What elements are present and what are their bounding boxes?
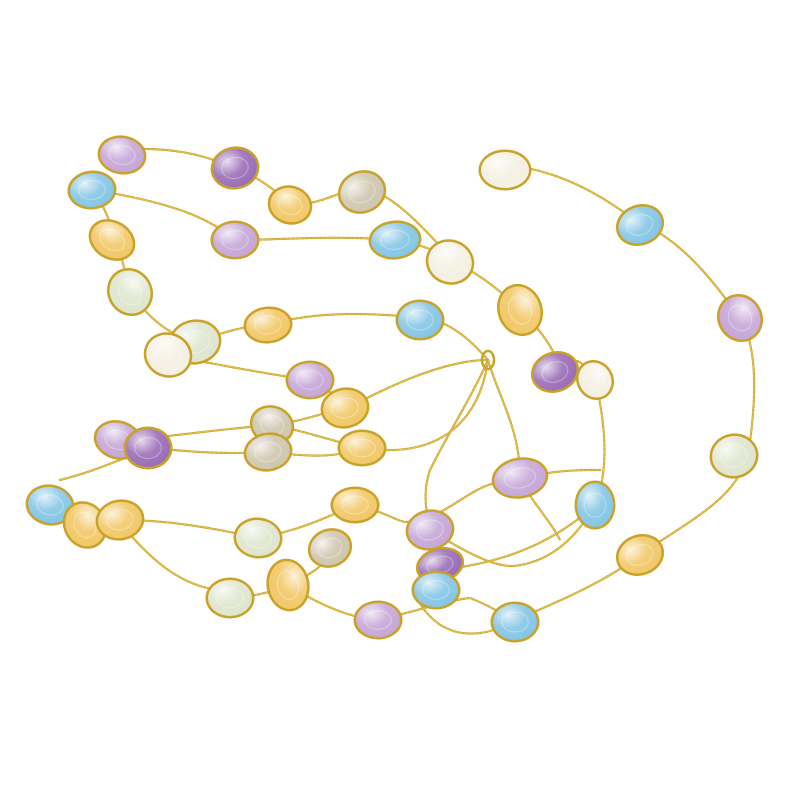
citrine-gem xyxy=(320,387,370,429)
clear-quartz-gem xyxy=(575,359,615,401)
gold-chain-highlight xyxy=(59,447,363,481)
amethyst-gem xyxy=(491,457,549,499)
gem-shine xyxy=(398,302,442,338)
clasp-ring xyxy=(480,349,496,371)
gold-chain-highlight xyxy=(429,379,605,567)
gem-shine xyxy=(494,459,546,497)
blue-topaz-gem xyxy=(574,480,616,530)
gem-shine xyxy=(213,148,257,188)
gem-shine xyxy=(208,580,252,616)
gem-shine xyxy=(323,389,367,427)
gem-shine xyxy=(288,363,332,397)
clear-quartz-gem xyxy=(143,332,193,378)
gold-chain-strand xyxy=(93,188,270,344)
green-quartz-gem xyxy=(233,517,283,559)
gem-shine xyxy=(481,152,529,188)
gem-shine xyxy=(126,429,170,467)
citrine-gem xyxy=(88,219,136,261)
green-quartz-gem xyxy=(106,267,154,317)
gold-chain-highlight xyxy=(425,359,489,531)
smoky-quartz-gem xyxy=(337,170,387,214)
gem-shine xyxy=(28,486,72,524)
citrine-gem xyxy=(337,429,387,467)
blue-topaz-gem xyxy=(395,299,445,341)
blue-topaz-gem xyxy=(67,170,117,210)
clear-quartz-gem xyxy=(478,149,532,191)
gold-chain-strand xyxy=(424,358,490,532)
gem-shine xyxy=(310,530,350,566)
gem-shine xyxy=(91,221,133,259)
blue-topaz-gem xyxy=(368,220,422,260)
blue-topaz-gem xyxy=(490,601,540,643)
gem-shine xyxy=(268,561,308,609)
smoky-quartz-gem xyxy=(307,528,353,568)
amethyst-gem xyxy=(210,220,260,260)
gem-shine xyxy=(340,432,384,464)
gem-shine xyxy=(578,362,612,398)
gem-shine xyxy=(533,353,577,391)
gemstone-group xyxy=(25,135,764,643)
gem-shine xyxy=(146,334,190,376)
gold-chain-highlight xyxy=(267,313,489,361)
citrine-gem xyxy=(95,499,145,541)
gold-chain-strand xyxy=(266,312,490,362)
gem-shine xyxy=(719,296,761,340)
blue-topaz-gem xyxy=(25,484,75,526)
gem-shine xyxy=(270,187,310,223)
citrine-gem xyxy=(243,306,293,344)
citrine-gem xyxy=(615,533,665,577)
amethyst-gem xyxy=(97,135,147,175)
gem-shine xyxy=(618,536,662,574)
gem-shine xyxy=(98,501,142,539)
gem-shine xyxy=(577,483,613,527)
smoky-quartz-gem xyxy=(243,432,293,472)
gem-shine xyxy=(371,222,419,258)
blue-topaz-gem xyxy=(411,570,461,610)
gem-shine xyxy=(333,489,377,521)
blue-topaz-gem xyxy=(615,203,665,247)
gem-shine xyxy=(340,172,384,212)
gem-shine xyxy=(65,503,105,547)
gem-shine xyxy=(499,286,541,334)
citrine-gem xyxy=(62,501,108,549)
citrine-gem xyxy=(267,185,313,225)
amethyst-gem xyxy=(353,600,403,640)
green-quartz-gem xyxy=(205,577,255,619)
amethyst-gem xyxy=(123,426,173,470)
amethyst-gem xyxy=(285,360,335,400)
gem-shine xyxy=(356,603,400,637)
amethyst-gem xyxy=(405,509,455,551)
amethyst-gem xyxy=(210,146,260,190)
clear-quartz-gem xyxy=(425,239,475,285)
gem-shine xyxy=(246,434,290,470)
gem-shine xyxy=(246,308,290,342)
amethyst-gem xyxy=(716,293,764,343)
gem-shine xyxy=(408,511,452,549)
gem-shine xyxy=(428,241,472,283)
citrine-gem xyxy=(266,558,310,612)
amethyst-gem xyxy=(530,350,580,394)
gem-shine xyxy=(236,519,280,557)
gem-shine xyxy=(70,172,114,208)
gem-shine xyxy=(213,223,257,257)
gem-shine xyxy=(493,604,537,640)
gem-shine xyxy=(414,573,458,607)
gem-shine xyxy=(712,435,756,477)
citrine-gem xyxy=(496,283,544,337)
gem-shine xyxy=(109,270,151,314)
gem-shine xyxy=(100,137,144,173)
citrine-gem xyxy=(330,486,380,524)
gold-chain-highlight xyxy=(94,189,269,343)
gem-shine xyxy=(618,206,662,244)
green-quartz-gem xyxy=(709,433,759,479)
